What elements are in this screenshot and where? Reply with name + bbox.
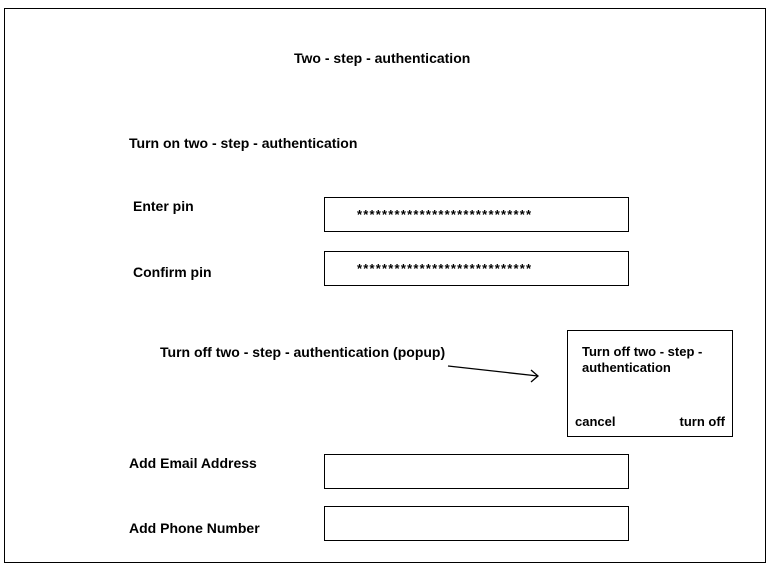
page-title: Two - step - authentication xyxy=(294,50,471,66)
email-label: Add Email Address xyxy=(129,455,257,471)
confirm-pin-input[interactable] xyxy=(324,251,629,286)
phone-label: Add Phone Number xyxy=(129,520,260,536)
turn-off-popup: Turn off two - step - authentication can… xyxy=(567,330,733,437)
pin-label: Enter pin xyxy=(133,198,194,214)
popup-message: Turn off two - step - authentication xyxy=(582,344,703,375)
section-heading: Turn on two - step - authentication xyxy=(129,135,358,151)
wireframe-frame xyxy=(4,8,766,563)
email-input[interactable] xyxy=(324,454,629,489)
turn-off-button[interactable]: turn off xyxy=(679,414,725,429)
cancel-button[interactable]: cancel xyxy=(575,414,616,429)
phone-input[interactable] xyxy=(324,506,629,541)
pin-input[interactable] xyxy=(324,197,629,232)
confirm-pin-label: Confirm pin xyxy=(133,264,212,280)
popup-annotation: Turn off two - step - authentication (po… xyxy=(160,344,446,360)
